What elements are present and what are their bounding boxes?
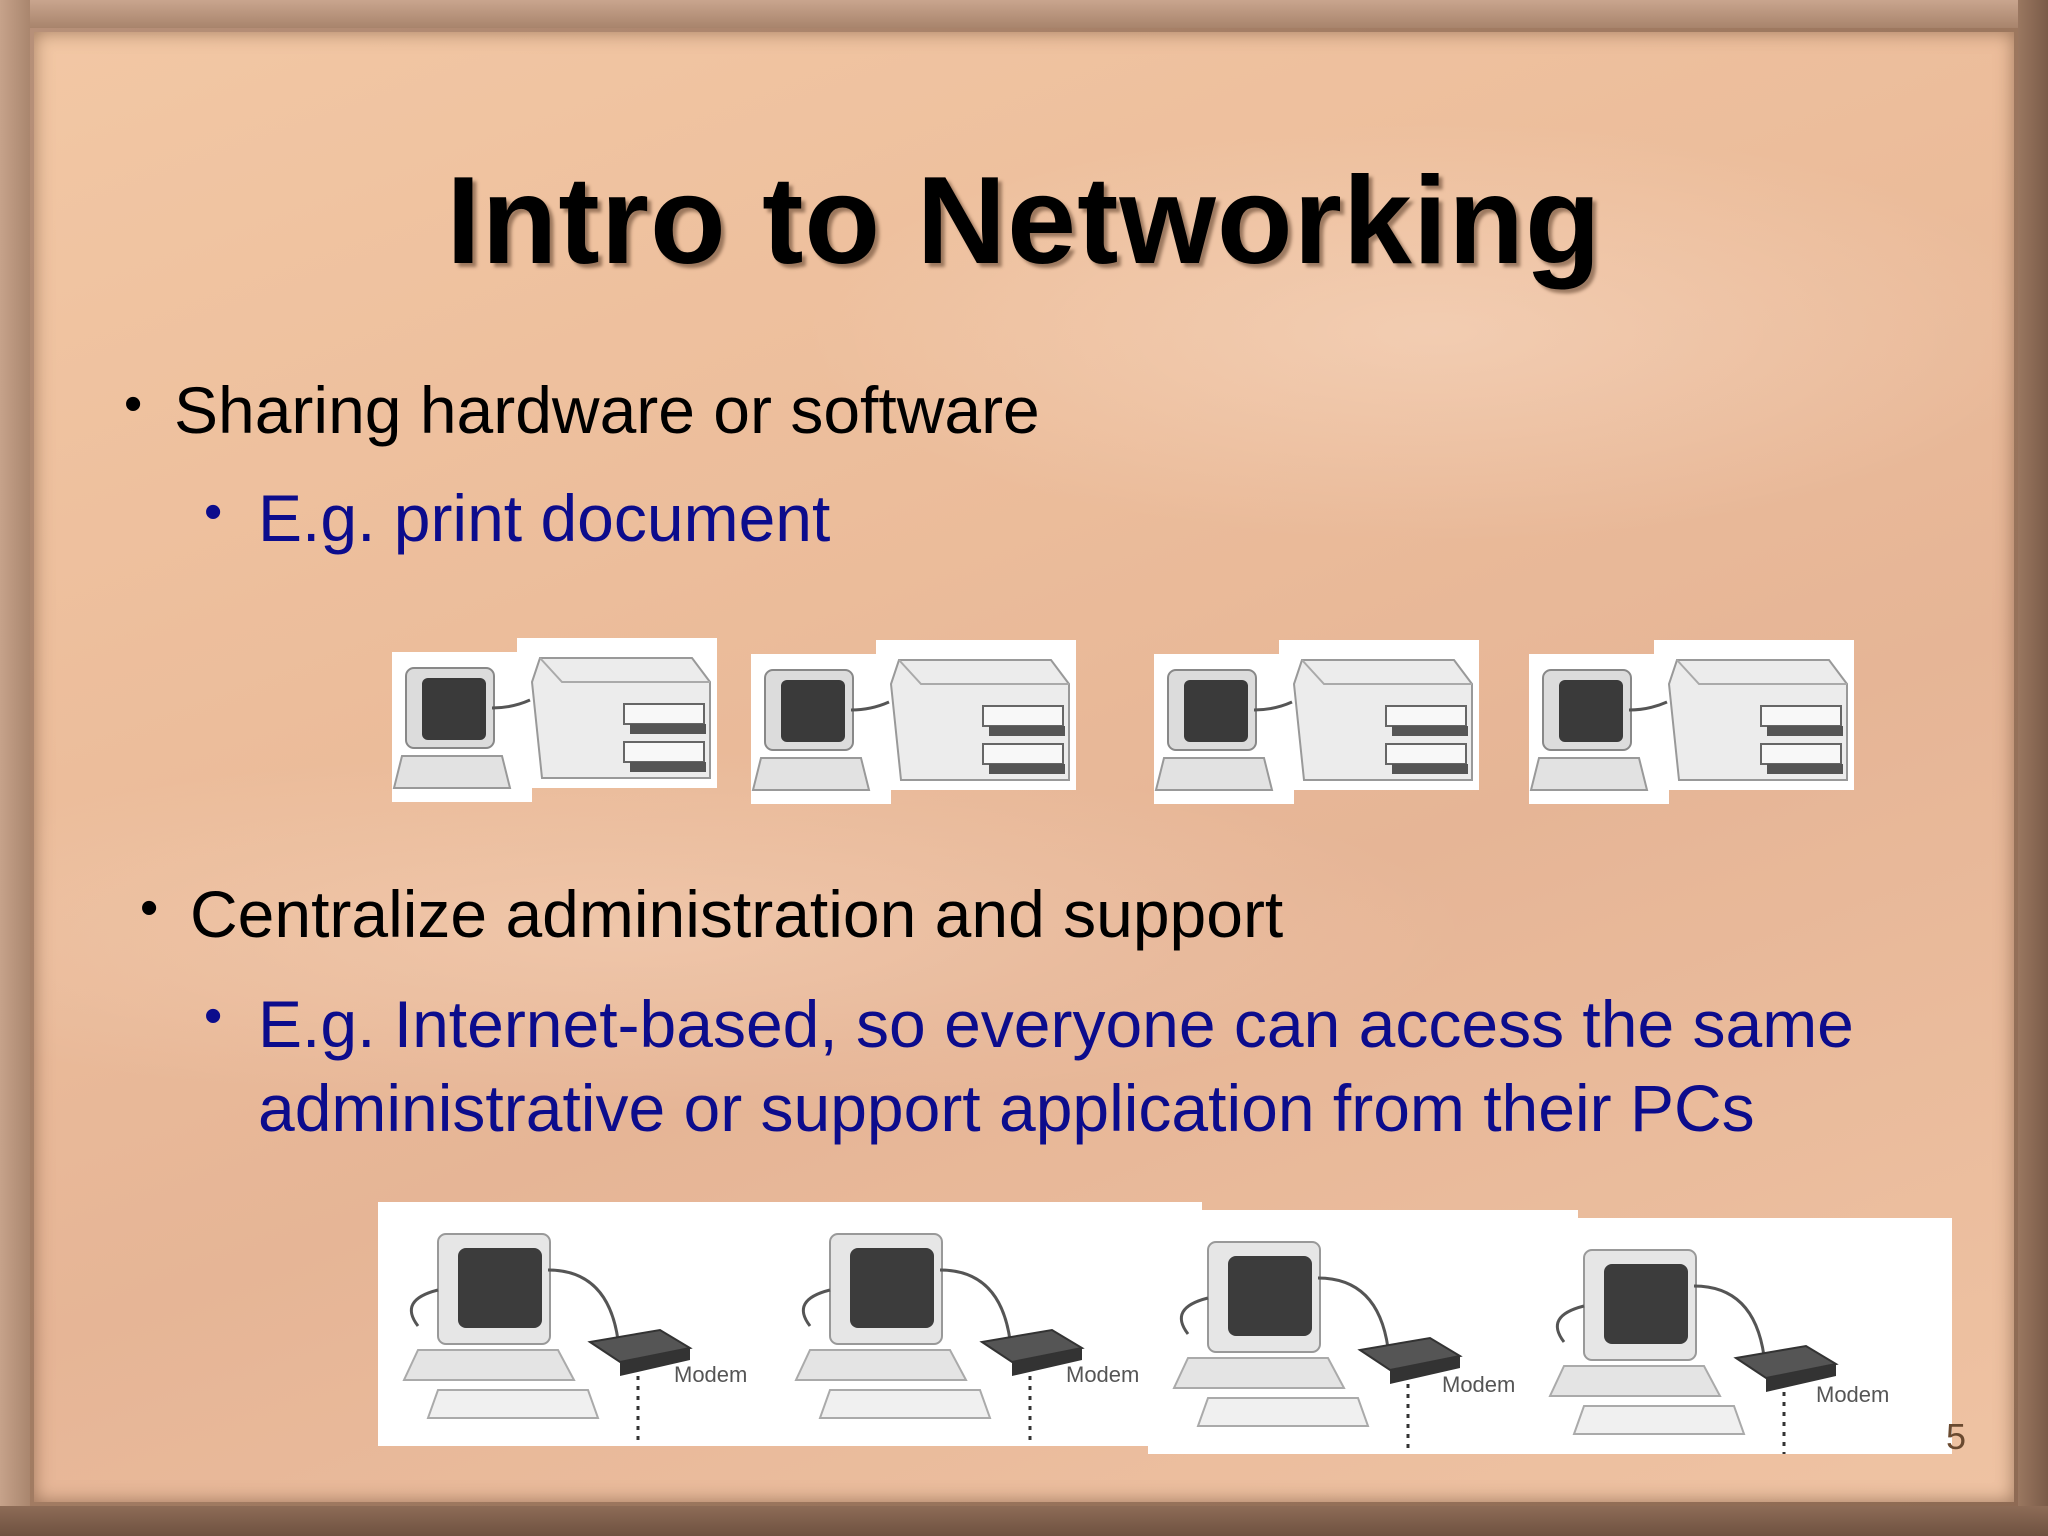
pc-printer-image: [1154, 640, 1484, 805]
bullet-dot: •: [204, 987, 223, 1045]
modem-label: Modem: [674, 1362, 748, 1387]
pc-printer-image: [1529, 640, 1859, 805]
sub-bullet-internet-line2: administrative or support application fr…: [258, 1071, 1755, 1145]
frame-bevel-bottom: [0, 1506, 2048, 1536]
sub-bullet-internet-text: E.g. Internet-based, so everyone can acc…: [258, 982, 1854, 1150]
modem-label: Modem: [1066, 1362, 1140, 1387]
sub-bullet-print-text: E.g. print document: [258, 481, 831, 555]
pc-modem-strip: Modem Modem: [378, 1202, 1202, 1446]
modem-label: Modem: [1442, 1372, 1516, 1397]
sub-bullet-internet-line1: E.g. Internet-based, so everyone can acc…: [258, 987, 1854, 1061]
pc-printer-image: [392, 638, 722, 803]
frame-bevel-left: [0, 0, 30, 1536]
pc-printer-image: [751, 640, 1081, 805]
pc-modem-strip: Modem Modem: [1148, 1210, 1952, 1454]
modem-label: Modem: [1816, 1382, 1890, 1407]
bullet-dot: •: [124, 375, 143, 433]
slide-page-number: 5: [1946, 1416, 1967, 1457]
bullet-sharing-text: Sharing hardware or software: [174, 373, 1040, 447]
bullet-centralize-text: Centralize administration and support: [190, 877, 1284, 951]
frame-bevel-right: [2018, 0, 2048, 1536]
bullet-dot: •: [140, 879, 159, 937]
bullet-dot: •: [204, 483, 223, 541]
slide-title: Intro to Networking: [446, 152, 1602, 290]
frame-bevel-top: [0, 0, 2048, 28]
